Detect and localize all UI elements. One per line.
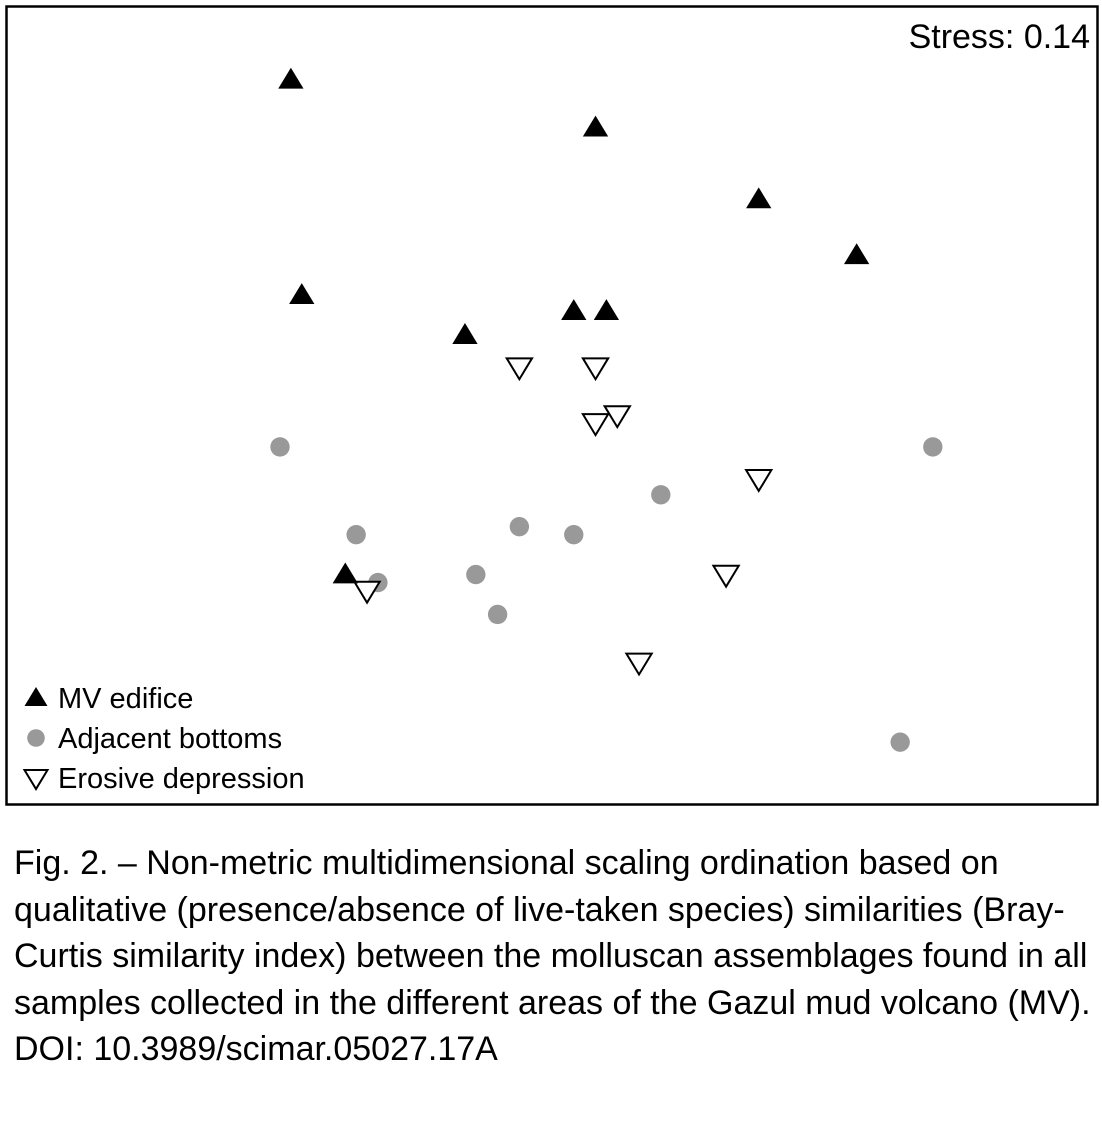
legend-marker-erosive-depression [22,769,50,791]
plot-border [5,5,1099,806]
point-adjacent-bottoms-7 [466,564,486,585]
point-erosive-depression-6 [711,564,741,589]
caption-text: Fig. 2. – Non-metric multidimensional sc… [14,844,1091,1022]
point-erosive-depression-7 [352,580,382,605]
point-erosive-depression-4 [581,413,610,438]
legend-marker-mv-edifice [24,686,48,706]
point-mv-edifice-6 [561,299,587,321]
point-mv-edifice-8 [452,323,478,344]
point-erosive-depression-5 [744,469,774,493]
point-mv-edifice-4 [843,243,870,265]
point-adjacent-bottoms-4 [509,517,530,537]
point-mv-edifice-5 [289,283,315,305]
point-erosive-depression-2 [581,357,610,382]
legend-marker-adjacent-bottoms [27,729,45,747]
legend-label-adjacent-bottoms: Adjacent bottoms [58,723,282,755]
point-erosive-depression-1 [504,357,534,382]
legend-label-erosive-depression: Erosive depression [58,763,305,795]
stress-annotation: Stress: 0.14 [909,18,1090,56]
point-erosive-depression-8 [624,652,654,677]
point-adjacent-bottoms-6 [346,525,366,545]
point-adjacent-bottoms-10 [890,732,910,752]
point-mv-edifice-9 [332,562,358,584]
point-mv-edifice-7 [593,299,620,321]
legend-label-mv-edifice: MV edifice [58,683,193,715]
point-adjacent-bottoms-5 [564,525,584,545]
data-points [270,67,943,752]
point-adjacent-bottoms-3 [651,485,671,505]
point-mv-edifice-2 [582,115,609,137]
point-erosive-depression-3 [602,405,632,430]
point-adjacent-bottoms-2 [923,437,943,457]
doi-text: DOI: 10.3989/scimar.05027.17A [14,1030,498,1068]
point-adjacent-bottoms-1 [270,437,290,457]
point-adjacent-bottoms-9 [487,604,508,625]
point-mv-edifice-3 [746,187,772,209]
point-mv-edifice-1 [278,67,304,89]
figure-caption: Fig. 2. – Non-metric multidimensional sc… [14,840,1094,1073]
